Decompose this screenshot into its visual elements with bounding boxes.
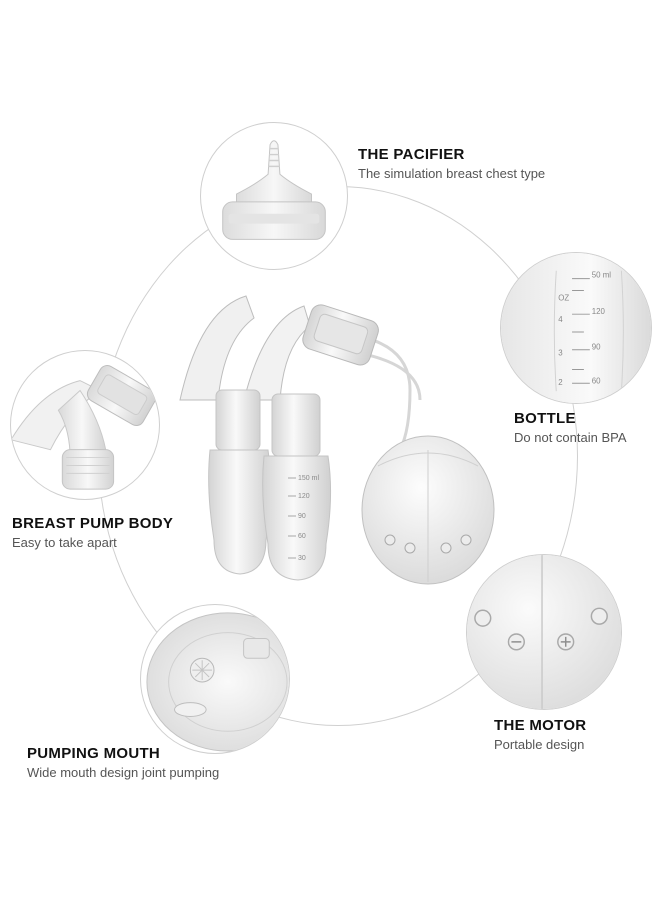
bottle-caption: BOTTLE Do not contain BPA	[514, 410, 627, 446]
pump-scale-30: 30	[298, 555, 306, 562]
pumping-mouth-icon	[146, 612, 289, 752]
motor-caption: THE MOTOR Portable design	[494, 717, 586, 753]
pump-scale-120: 120	[298, 493, 310, 500]
breast-pump-illustration: 150 ml 120 90 60 30	[179, 295, 495, 585]
pump-body-icon	[11, 365, 157, 490]
motor-bubble	[466, 554, 622, 710]
pumping-mouth-title: PUMPING MOUTH	[27, 745, 161, 762]
pumping-mouth-subtitle: Wide mouth design joint pumping	[27, 765, 220, 780]
bottle-scale-4: 4	[558, 315, 563, 324]
bottle-scale-2: 2	[558, 378, 562, 387]
bottle-scale-120: 120	[592, 307, 606, 316]
pump-scale-60: 60	[298, 533, 306, 540]
motor-icon	[467, 555, 621, 709]
bottle-scale-oz: OZ	[558, 293, 569, 302]
bottle-subtitle: Do not contain BPA	[514, 430, 627, 445]
pump-body-subtitle: Easy to take apart	[12, 535, 117, 550]
bottle-scale-60: 60	[592, 376, 601, 385]
motor-subtitle: Portable design	[494, 737, 585, 752]
pump-scale-150: 150 ml	[298, 475, 319, 482]
pump-scale-90: 90	[298, 513, 306, 520]
motor-title: THE MOTOR	[494, 717, 587, 734]
pacifier-subtitle: The simulation breast chest type	[358, 166, 546, 181]
bottle-bubble: 50 ml OZ 120 4 90 3 60 2	[500, 252, 652, 404]
bottle-scale-90: 90	[592, 343, 601, 352]
bottle-scale-3: 3	[558, 349, 563, 358]
pacifier-caption: THE PACIFIER The simulation breast chest…	[358, 146, 545, 182]
pacifier-bubble	[200, 122, 348, 270]
bottle-title: BOTTLE	[514, 410, 576, 427]
pumping-mouth-bubble	[140, 604, 290, 754]
pacifier-icon	[222, 140, 326, 240]
pump-body-bubble	[10, 350, 160, 500]
bottle-scale-50: 50 ml	[592, 271, 612, 280]
pump-body-title: BREAST PUMP BODY	[12, 515, 174, 532]
pacifier-title: THE PACIFIER	[358, 146, 465, 163]
bottle-icon: 50 ml OZ 120 4 90 3 60 2	[501, 253, 651, 403]
pumping-mouth-caption: PUMPING MOUTH Wide mouth design joint pu…	[27, 745, 219, 781]
pump-body-caption: BREAST PUMP BODY Easy to take apart	[12, 515, 173, 551]
